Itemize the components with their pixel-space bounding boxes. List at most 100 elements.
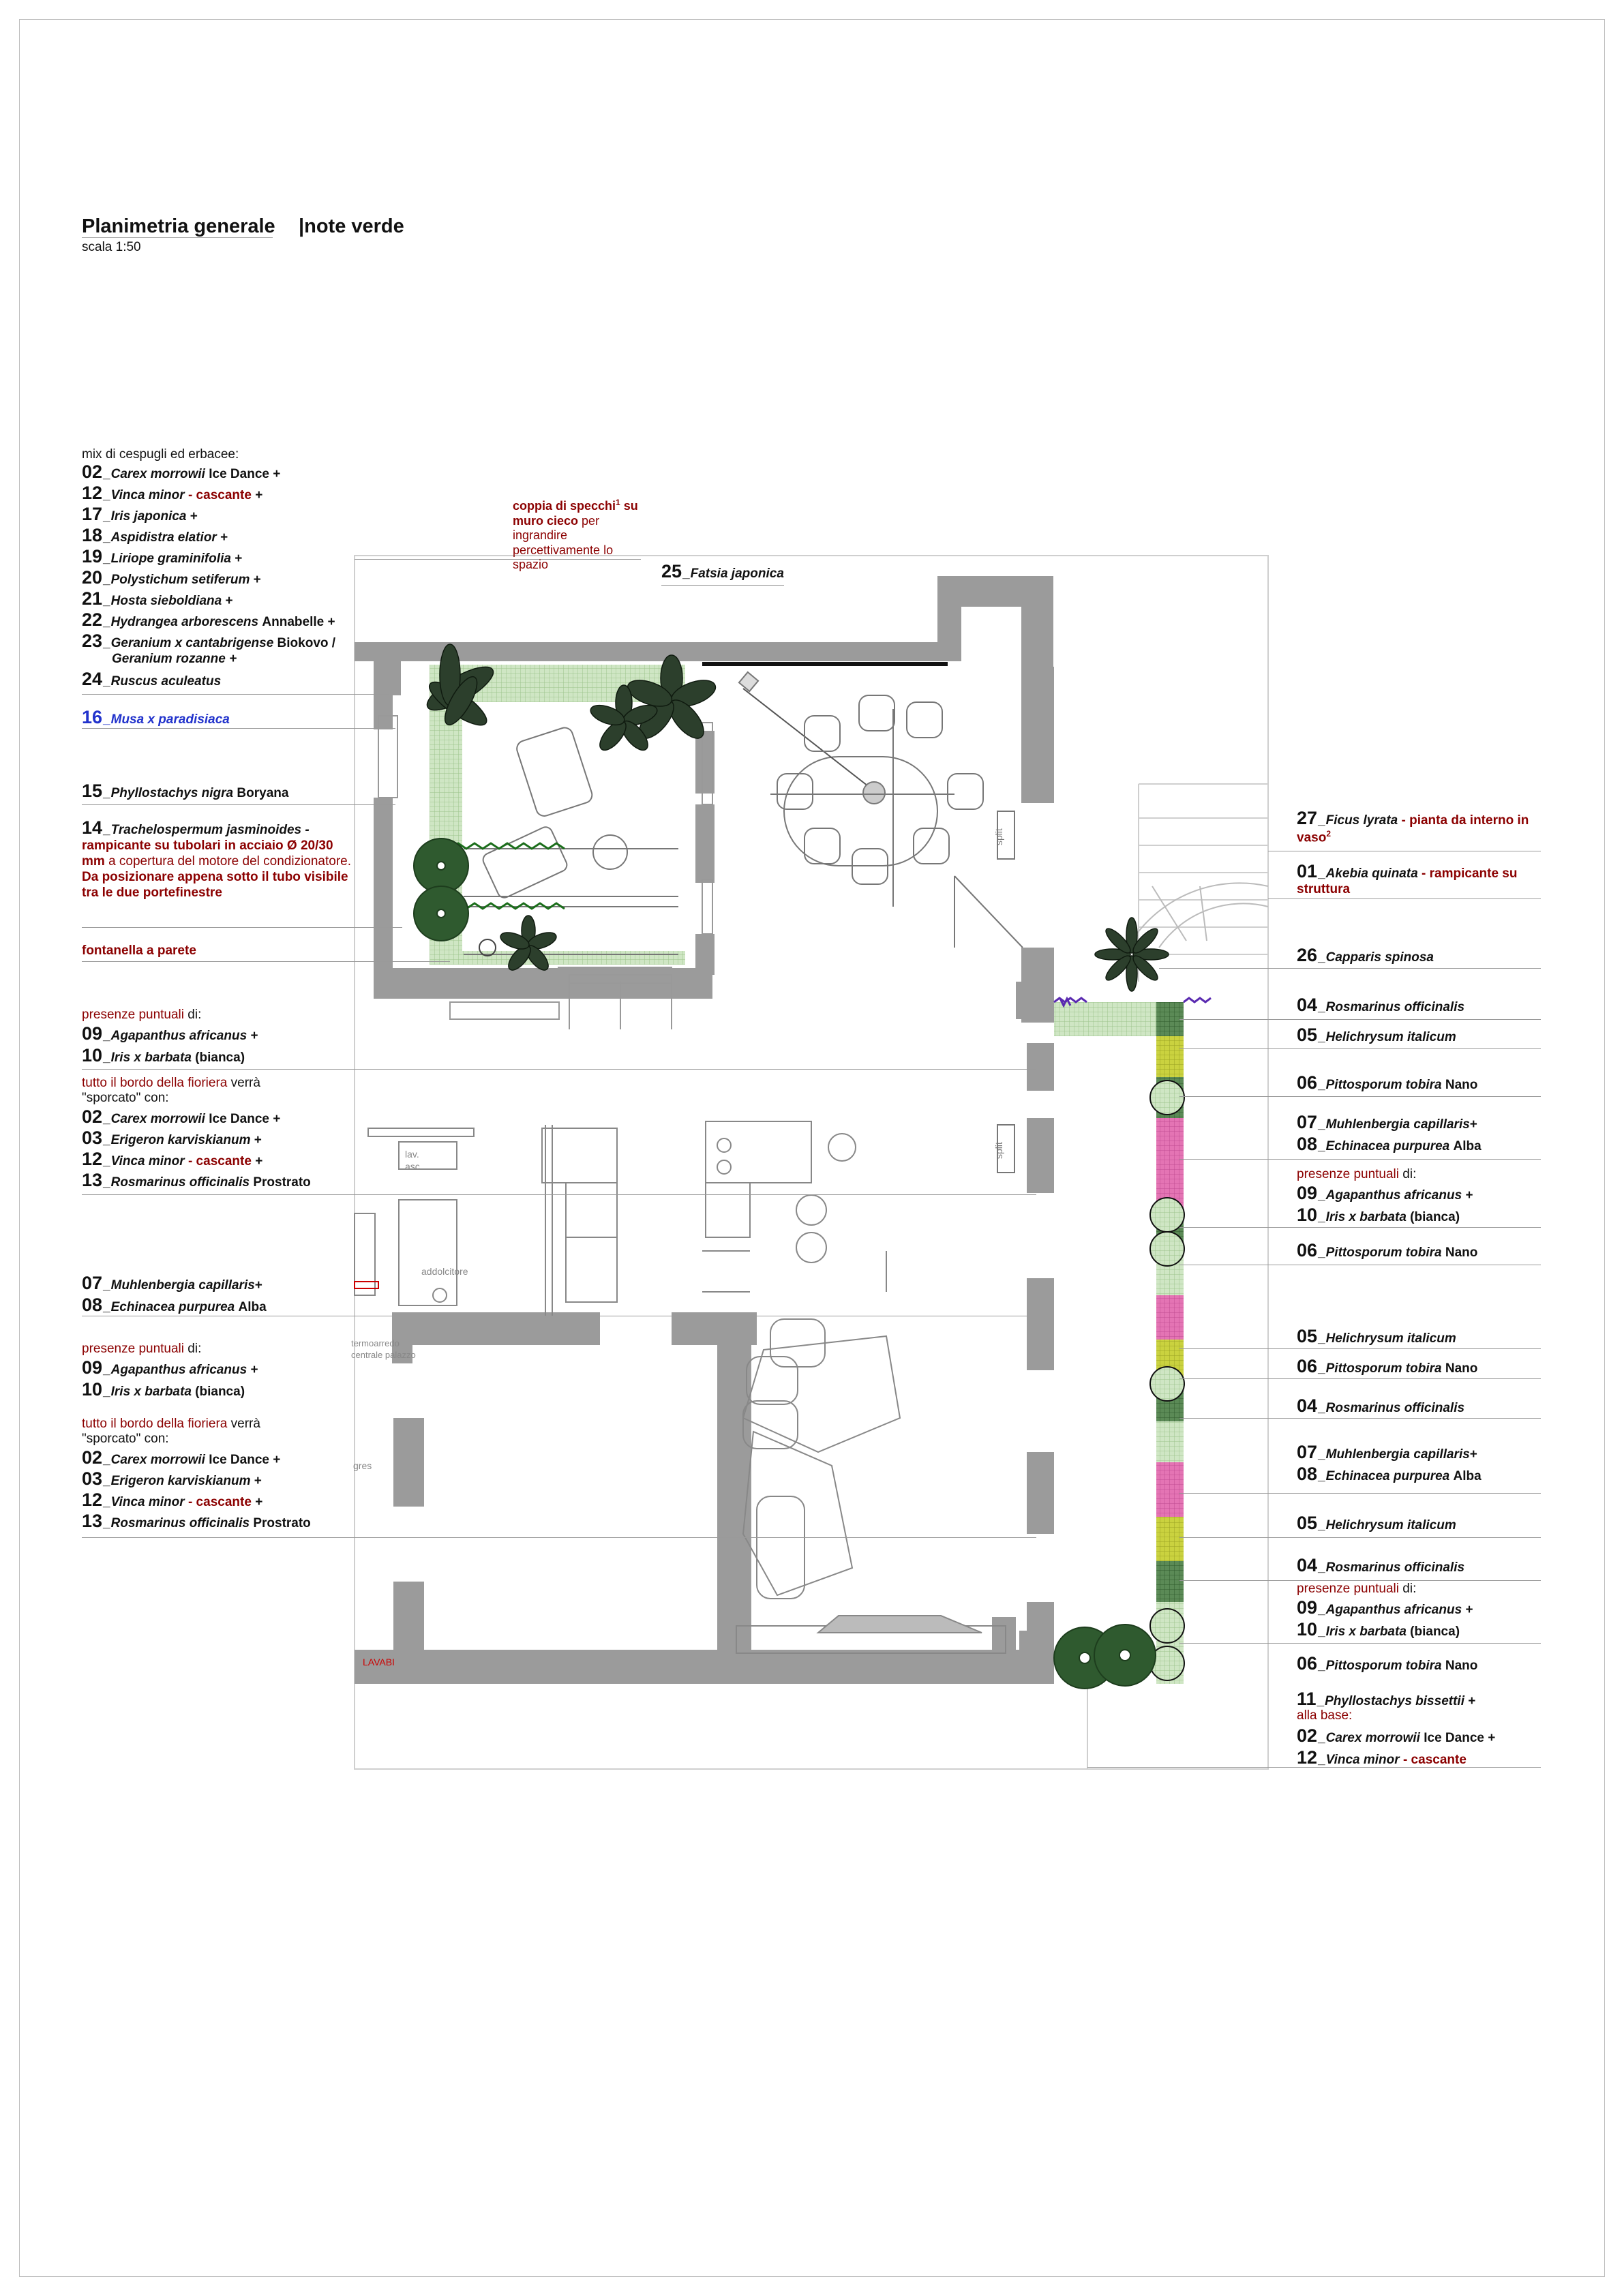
title-underline: [82, 237, 273, 238]
plant-label-05b: 05_Helichrysum italicum: [1297, 1326, 1456, 1346]
plant-label-18: 18_Aspidistra elatior +: [82, 525, 228, 545]
plant-label-08b: 08_Echinacea purpurea Alba: [1297, 1464, 1482, 1484]
bordo-header-2: tutto il bordo della fioriera verrà: [82, 1417, 260, 1431]
split-label-2: split: [993, 1142, 1004, 1159]
spiral-stair: [1131, 882, 1269, 948]
leader-line: [1179, 1159, 1541, 1160]
plant-label-06b: 06_Pittosporum tobira Nano: [1297, 1240, 1478, 1260]
leader-line: [82, 961, 450, 962]
leader-line: [82, 1194, 1036, 1195]
alla-base-label: alla base:: [1297, 1708, 1353, 1723]
plant-label-26: 26_Capparis spinosa: [1297, 945, 1434, 965]
terrace-furniture: [449, 727, 678, 956]
plant-label-11: 11_Phyllostachys bissettii +: [1297, 1689, 1476, 1709]
bordo-header-1: tutto il bordo della fioriera verrà: [82, 1076, 260, 1090]
balcony-shrubs: [1149, 1080, 1185, 1681]
bamboo-bursts: [1053, 1624, 1156, 1689]
plant-label-09r1: 09_Agapanthus africanus +: [1297, 1183, 1473, 1203]
leader-line: [1268, 898, 1541, 899]
leader-line: [1179, 1418, 1541, 1419]
plant-label-12: 12_Vinca minor - cascante +: [82, 1490, 263, 1510]
plant-label-02: 02_Carex morrowii Ice Dance +: [82, 1106, 281, 1127]
centrale-label: centrale palazzo: [351, 1350, 416, 1360]
split-label-1: split: [993, 828, 1004, 845]
plant-label-10r1: 10_Iris x barbata (bianca): [1297, 1205, 1460, 1225]
leader-line: [1179, 1643, 1541, 1644]
plant-label-06a: 06_Pittosporum tobira Nano: [1297, 1072, 1478, 1093]
presenze-header-2: presenze puntuali di:: [82, 1342, 202, 1356]
doors: [378, 715, 713, 1029]
presenze-header-r2: presenze puntuali di:: [1297, 1582, 1417, 1596]
plant-label-13: 13_Rosmarinus officinalis Prostrato: [82, 1511, 311, 1531]
leader-line: [82, 804, 395, 805]
terrace-bursts: [413, 838, 469, 941]
termoarredo-label: termoarredo: [351, 1338, 400, 1348]
dining-area: [738, 671, 1023, 1173]
plant-label-01: 01_Akebia quinata - rampicante su strutt…: [1297, 861, 1518, 897]
plant-label-03: 03_Erigeron karviskianum +: [82, 1128, 262, 1148]
leafy-plants: [426, 644, 1169, 992]
plant-label-17: 17_Iris japonica +: [82, 504, 198, 524]
scale-label: scala 1:50: [82, 240, 141, 254]
plant-label-19: 19_Liriope graminifolia +: [82, 546, 243, 567]
sporcato-2: "sporcato" con:: [82, 1432, 169, 1446]
mix-header: mix di cespugli ed erbacee:: [82, 447, 239, 462]
plant-label-07b: 07_Muhlenbergia capillaris+: [1297, 1442, 1477, 1462]
plant-label-10: 10_Iris x barbata (bianca): [82, 1045, 245, 1066]
plant-label-13: 13_Rosmarinus officinalis Prostrato: [82, 1170, 311, 1190]
leader-line: [82, 694, 389, 695]
leader-line: [1179, 1096, 1541, 1097]
leader-line: [1179, 1019, 1541, 1020]
plant-label-20: 20_Polystichum setiferum +: [82, 567, 261, 588]
plant-label-06d: 06_Pittosporum tobira Nano: [1297, 1653, 1478, 1674]
plant-label-07a: 07_Muhlenbergia capillaris+: [1297, 1112, 1477, 1132]
presenze-header-1: presenze puntuali di:: [82, 1008, 202, 1022]
living-sofa: [736, 1318, 1006, 1654]
leader-line: [661, 585, 784, 586]
plant-label-08: 08_Echinacea purpurea Alba: [82, 1295, 267, 1315]
leader-line: [82, 1069, 1036, 1070]
plant-label-08a: 08_Echinacea purpurea Alba: [1297, 1134, 1482, 1154]
leader-line: [1179, 1227, 1541, 1228]
plant-label-07: 07_Muhlenbergia capillaris+: [82, 1273, 262, 1293]
specchi-note: coppia di specchi1 su muro cieco per ing…: [513, 498, 638, 572]
leader-line: [1159, 968, 1541, 969]
lavabi-label: LAVABI: [363, 1657, 395, 1667]
plant-label-24: 24_Ruscus aculeatus: [82, 669, 222, 689]
plant-label-16: 16_Musa x paradisiaca: [82, 707, 230, 727]
plant-label-02: 02_Carex morrowii Ice Dance +: [82, 462, 281, 482]
addolcitore-label: addolcitore: [421, 1266, 468, 1277]
sheet-frame: [19, 19, 1605, 2277]
plant-label-04b: 04_Rosmarinus officinalis: [1297, 1395, 1465, 1416]
presenze-header-r1: presenze puntuali di:: [1297, 1167, 1417, 1181]
walls: [355, 576, 1055, 1684]
leader-line: [1179, 1580, 1541, 1581]
balcony-planter: [1053, 996, 1212, 1684]
kitchen: [702, 1121, 887, 1293]
gres-label: gres: [353, 1460, 372, 1471]
plant-label-23: 23_Geranium x cantabrigense Biokovo /: [82, 631, 336, 651]
leader-line: [82, 728, 395, 729]
utility-rooms: [354, 1125, 618, 1316]
leader-line: [1179, 1537, 1541, 1538]
leader-line: [1087, 1767, 1541, 1768]
plant-label-04c: 04_Rosmarinus officinalis: [1297, 1555, 1465, 1575]
plant-label-12: 12_Vinca minor - cascante +: [82, 483, 263, 503]
leader-line: [82, 927, 402, 928]
plant-label-09r2: 09_Agapanthus africanus +: [1297, 1597, 1473, 1618]
plant-label-06c: 06_Pittosporum tobira Nano: [1297, 1356, 1478, 1376]
leader-line: [82, 1537, 1036, 1538]
plant-label-02r: 02_Carex morrowii Ice Dance +: [1297, 1725, 1496, 1746]
plant-label-23b: Geranium rozanne +: [112, 652, 237, 666]
plant-label-27: 27_Ficus lyrata - pianta da interno in v…: [1297, 808, 1529, 845]
plant-label-09b: 09_Agapanthus africanus +: [82, 1357, 258, 1378]
page-title: Planimetria generale |note verde: [82, 215, 404, 237]
plant-label-10r2: 10_Iris x barbata (bianca): [1297, 1619, 1460, 1640]
fontanella-note: fontanella a parete: [82, 943, 196, 958]
leader-line: [1179, 1378, 1541, 1379]
plant-label-05a: 05_Helichrysum italicum: [1297, 1025, 1456, 1045]
plant-label-22: 22_Hydrangea arborescens Annabelle +: [82, 609, 335, 630]
plant-label-12: 12_Vinca minor - cascante +: [82, 1149, 263, 1169]
plant-label-04a: 04_Rosmarinus officinalis: [1297, 995, 1465, 1015]
sporcato-1: "sporcato" con:: [82, 1091, 169, 1105]
